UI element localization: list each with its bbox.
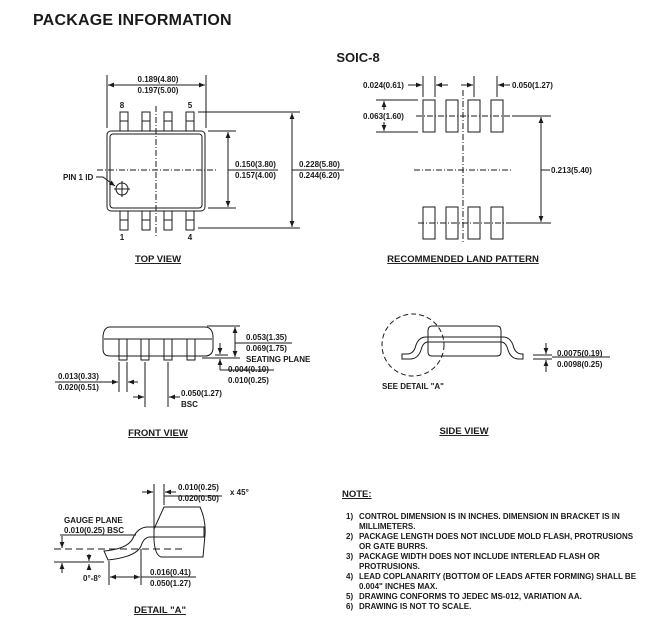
front-pitch-bsc: BSC <box>181 400 198 409</box>
note-item: 3) PACKAGE WIDTH DOES NOT INCLUDE INTERLE… <box>342 552 642 572</box>
seating-plane-label: SEATING PLANE <box>246 355 311 364</box>
front-view-body <box>102 326 214 357</box>
top-view <box>96 75 344 236</box>
land-pattern-caption: RECOMMENDED LAND PATTERN <box>387 254 539 265</box>
detail-a-caption: DETAIL "A" <box>134 605 186 616</box>
see-detail-label: SEE DETAIL "A" <box>382 382 444 391</box>
note-item: 2) PACKAGE LENGTH DOES NOT INCLUDE MOLD F… <box>342 532 642 552</box>
note-item: 4) LEAD COPLANARITY (BOTTOM OF LEADS AFTE… <box>342 572 642 592</box>
note-number: 5) <box>346 592 354 601</box>
gauge-plane-label: GAUGE PLANE <box>64 516 123 525</box>
pad-length-label: 0.063(1.60) <box>363 112 404 121</box>
detail-a-labels: 0.010(0.25) 0.020(0.50) x 45° GAUGE PLAN… <box>64 483 249 616</box>
notes-heading: NOTE: <box>342 489 372 500</box>
foot-length-max: 0.050(1.27) <box>150 579 191 588</box>
front-pitch-label: 0.050(1.27) <box>181 389 222 398</box>
note-item: 5) DRAWING CONFORMS TO JEDEC MS-012, VARI… <box>342 592 642 602</box>
detail-a <box>54 484 222 585</box>
lead-thickness-min: 0.0075(0.19) <box>557 349 603 358</box>
top-view-caption: TOP VIEW <box>135 254 181 265</box>
top-leads <box>119 111 195 132</box>
height-min: 0.053(1.35) <box>246 333 287 342</box>
body-length-min: 0.197(5.00) <box>138 86 179 95</box>
standoff-max: 0.010(0.25) <box>228 376 269 385</box>
lead-width-min: 0.013(0.33) <box>58 372 99 381</box>
side-view-caption: SIDE VIEW <box>439 426 488 437</box>
package-name: SOIC-8 <box>0 50 650 65</box>
chamfer-min: 0.010(0.25) <box>178 483 219 492</box>
front-view-leads <box>118 338 196 361</box>
pitch-label: 0.050(1.27) <box>512 81 553 90</box>
pad-width-label: 0.024(0.61) <box>363 81 404 90</box>
gauge-plane-value: 0.010(0.25) BSC <box>64 526 124 535</box>
side-view-lead <box>401 336 524 360</box>
note-number: 6) <box>346 602 354 611</box>
package-name-text: SOIC-8 <box>336 50 380 65</box>
detail-a-circle <box>381 313 445 377</box>
detail-a-body <box>153 506 206 558</box>
front-view-labels: 0.053(1.35) 0.069(1.75) SEATING PLANE 0.… <box>58 333 311 439</box>
detail-a-lead <box>103 526 205 561</box>
overall-width-min: 0.228(5.80) <box>299 160 340 169</box>
chamfer-angle: x 45° <box>230 488 249 497</box>
land-pattern <box>376 76 551 244</box>
note-text: DRAWING IS NOT TO SCALE. <box>359 602 472 611</box>
note-number: 4) <box>346 572 354 581</box>
note-number: 3) <box>346 552 354 561</box>
pin-4-label: 4 <box>188 233 193 242</box>
note-number: 2) <box>346 532 354 541</box>
front-view-caption: FRONT VIEW <box>128 428 188 439</box>
note-item: 1) CONTROL DIMENSION IS IN INCHES. DIMENS… <box>342 512 642 532</box>
side-view-labels: SEE DETAIL "A" 0.0075(0.19) 0.0098(0.25)… <box>382 349 603 437</box>
top-view-labels: 0.189(4.80) 0.197(5.00) 8 5 1 4 PIN 1 ID… <box>63 75 340 265</box>
land-pattern-labels: 0.024(0.61) 0.050(1.27) 0.063(1.60) 0.21… <box>363 81 592 265</box>
lead-thickness-max: 0.0098(0.25) <box>557 360 603 369</box>
notes-section: NOTE: 1) CONTROL DIMENSION IS IN INCHES. … <box>342 490 642 612</box>
body-width-min: 0.150(3.80) <box>235 160 276 169</box>
note-text: LEAD COPLANARITY (BOTTOM OF LEADS AFTER … <box>359 572 637 591</box>
front-view <box>55 325 292 407</box>
body-length-max: 0.189(4.80) <box>138 75 179 84</box>
note-text: PACKAGE WIDTH DOES NOT INCLUDE INTERLEAD… <box>359 552 600 571</box>
page-title: PACKAGE INFORMATION <box>33 12 232 29</box>
side-view <box>381 313 610 377</box>
pin-8-label: 8 <box>120 101 125 110</box>
overall-width-max: 0.244(6.20) <box>299 171 340 180</box>
pin-5-label: 5 <box>188 101 193 110</box>
lead-width-max: 0.020(0.51) <box>58 383 99 392</box>
standoff-min: 0.004(0.10) <box>228 365 269 374</box>
bottom-leads <box>119 210 195 231</box>
height-max: 0.069(1.75) <box>246 344 287 353</box>
pin-1-label: 1 <box>120 233 125 242</box>
lead-angle-label: 0°-8° <box>83 574 101 583</box>
note-text: DRAWING CONFORMS TO JEDEC MS-012, VARIAT… <box>359 592 582 601</box>
row-spacing-label: 0.213(5.40) <box>551 166 592 175</box>
note-text: PACKAGE LENGTH DOES NOT INCLUDE MOLD FLA… <box>359 532 634 551</box>
note-text: CONTROL DIMENSION IS IN INCHES. DIMENSIO… <box>359 512 620 531</box>
note-number: 1) <box>346 512 354 521</box>
body-width-max: 0.157(4.00) <box>235 171 276 180</box>
foot-length-min: 0.016(0.41) <box>150 568 191 577</box>
side-view-body <box>427 325 502 357</box>
chamfer-max: 0.020(0.50) <box>178 494 219 503</box>
note-item: 6) DRAWING IS NOT TO SCALE. <box>342 602 642 612</box>
pin1-id-label: PIN 1 ID <box>63 173 93 182</box>
